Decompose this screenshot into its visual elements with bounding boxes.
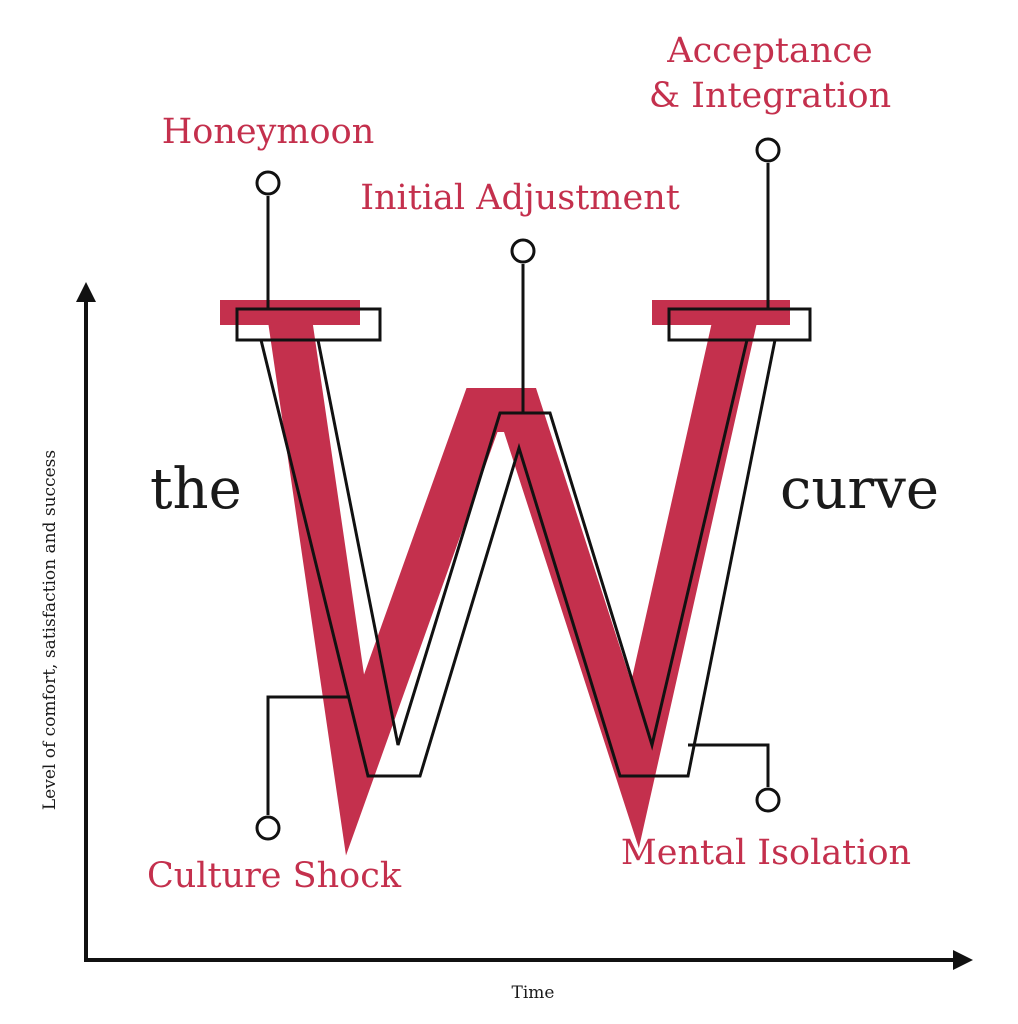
node-mental-isolation (755, 787, 781, 813)
axes: Level of comfort, satisfaction and succe… (40, 282, 973, 1003)
word-curve: curve (780, 457, 939, 522)
y-axis-label: Level of comfort, satisfaction and succe… (40, 450, 60, 810)
leader-mental-isolation (688, 743, 781, 813)
label-culture-shock: Culture Shock (147, 856, 402, 896)
node-initial-adjustment (510, 238, 536, 264)
leader-honeymoon (255, 170, 281, 308)
node-culture-shock (255, 815, 281, 841)
label-acceptance-line1: Acceptance (666, 31, 872, 71)
leader-culture-shock (255, 695, 350, 841)
leader-acceptance (755, 137, 781, 308)
node-honeymoon (255, 170, 281, 196)
leader-initial-adjustment (510, 238, 536, 412)
w-outline-cap-left (235, 307, 382, 342)
x-axis-label: Time (512, 983, 555, 1003)
w-red-stroke (268, 315, 757, 856)
w-outline-cap-right (667, 307, 812, 342)
label-initial-adjustment: Initial Adjustment (360, 178, 680, 218)
label-mental-isolation: Mental Isolation (621, 833, 911, 873)
w-red-cap-right (652, 300, 790, 325)
w-red-cap-left (220, 300, 360, 325)
label-honeymoon: Honeymoon (162, 112, 375, 152)
w-letter-outline (235, 307, 812, 778)
w-letter-red (220, 300, 790, 856)
node-acceptance (755, 137, 781, 163)
label-acceptance-line2: & Integration (649, 76, 891, 116)
w-outline-shape (259, 338, 777, 778)
word-the: the (150, 457, 242, 522)
